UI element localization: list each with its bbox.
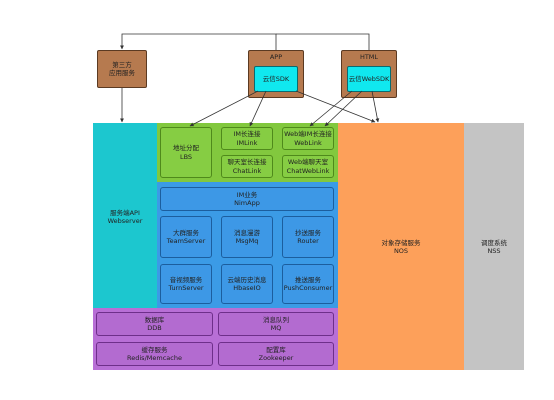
arrow-html-to-weblink <box>309 90 353 127</box>
arrow-html-to-nos <box>371 90 380 123</box>
lbs-box: 地址分配 LBS <box>160 127 212 178</box>
pushconsumer-box: 推送服务 PushConsumer <box>282 264 334 304</box>
arrow-app-to-nos <box>295 90 376 123</box>
chatweblink-box: Web端聊天室 ChatWebLink <box>282 155 334 178</box>
nos-label: 对象存储服务 NOS <box>381 238 421 255</box>
zookeeper-box: 配置库 Zookeeper <box>218 342 334 366</box>
html-sdk-box: 云信WebSDK <box>347 66 391 92</box>
arrow-html-to-chatweblink <box>324 90 363 127</box>
chatlink-box: 聊天室长连接 ChatLink <box>221 155 273 178</box>
app-title: APP <box>269 53 283 61</box>
imlink-box: IM长连接 IMLink <box>221 127 273 150</box>
turnserver-box: 音视频服务 TurnServer <box>160 264 212 304</box>
hbaseio-box: 云端历史消息 HbaseIO <box>221 264 273 304</box>
arrow-app-to-lbs <box>189 90 259 127</box>
weblink-box: Web端IM长连接 WebLink <box>282 127 334 150</box>
nos-region <box>338 123 464 370</box>
redis-box: 缓存服务 Redis/Memcache <box>96 342 213 366</box>
html-title: HTML <box>359 53 379 61</box>
line-html-to-top <box>276 33 370 50</box>
webserver-label: 服务端API Webserver <box>107 208 143 225</box>
webserver-region <box>93 123 157 308</box>
nss-label: 调度系统 NSS <box>481 238 507 255</box>
nss-region <box>464 123 524 370</box>
mq-box: 消息队列 MQ <box>218 312 334 336</box>
html-box: HTML 云信WebSDK <box>341 50 397 98</box>
router-box: 抄送服务 Router <box>282 216 334 258</box>
nimapp-box: IM业务 NimApp <box>160 187 334 211</box>
ddb-box: 数据库 DDB <box>96 312 213 336</box>
arrow-clients-to-third-party <box>120 33 277 50</box>
app-sdk-box: 云信SDK <box>254 66 298 92</box>
arrow-app-to-imlink <box>249 90 267 127</box>
msgmq-box: 消息漫游 MsgMq <box>221 216 273 258</box>
third-party-service-box: 第三方 应用服务 <box>97 50 147 88</box>
teamserver-box: 大群服务 TeamServer <box>160 216 212 258</box>
app-box: APP 云信SDK <box>248 50 304 98</box>
